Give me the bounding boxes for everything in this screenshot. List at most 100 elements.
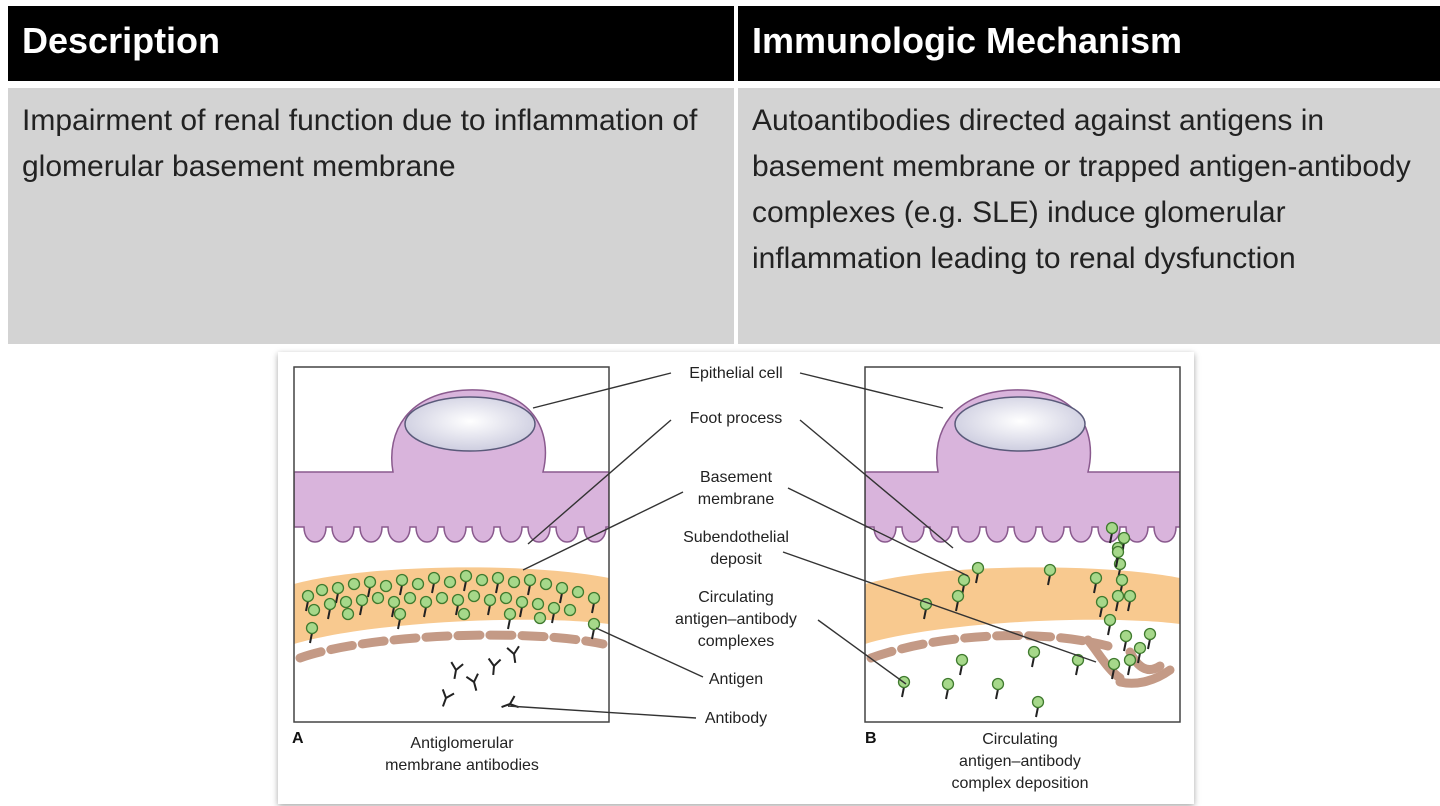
antigen-mark [951, 589, 965, 612]
antigen-mark [1119, 629, 1133, 652]
label-foot-process: Foot process [690, 410, 782, 427]
header-immunologic-mechanism: Immunologic Mechanism [738, 6, 1440, 81]
antigen-mark [341, 607, 355, 621]
antigen-mark [427, 571, 441, 594]
antigen-mark [315, 583, 329, 597]
antigen-mark [1095, 595, 1109, 618]
label-epithelial-cell: Epithelial cell [689, 365, 782, 382]
nucleus-b [954, 396, 1086, 452]
antigen-mark [547, 601, 561, 624]
antigen-mark [459, 569, 473, 592]
antigen-mark [507, 575, 521, 589]
label-membrane: membrane [698, 491, 775, 508]
antibody-mark [441, 689, 455, 707]
antigen-mark [323, 597, 337, 620]
antigen-mark [435, 591, 449, 605]
antigen-mark [563, 603, 577, 617]
diagram-svg: Epithelial cell Foot process Basement me… [292, 365, 1181, 792]
endothelium-a [295, 630, 608, 663]
info-table: Description Immunologic Mechanism Impair… [8, 6, 1440, 344]
antibody-mark [487, 657, 502, 676]
antigen-mark [555, 581, 569, 604]
panel-b-caption-line1: Circulating [982, 731, 1058, 748]
antigen-mark [1111, 589, 1125, 612]
label-complexes: complexes [698, 633, 774, 650]
panel-a-caption-line2: membrane antibodies [385, 757, 539, 774]
antigen-mark [1089, 571, 1103, 594]
panel-a [294, 367, 609, 722]
antibody-mark [450, 661, 464, 680]
header-description: Description [8, 6, 734, 81]
label-antigen-antibody: antigen–antibody [675, 611, 797, 628]
antibody-mark [465, 673, 479, 691]
antigen-mark [305, 621, 319, 644]
antigen-mark [451, 593, 465, 616]
nucleus-a [404, 396, 536, 452]
antigen-mark [1123, 589, 1137, 612]
antigen-mark [1103, 613, 1117, 636]
antigen-mark [1143, 627, 1157, 650]
epithelial-cell-b [865, 389, 1180, 543]
label-subendothelial: Subendothelial [683, 529, 789, 546]
antigen-mark [941, 677, 955, 700]
antigen-mark [393, 607, 407, 630]
basement-membrane-b [865, 567, 1180, 644]
glomerular-diagram: Epithelial cell Foot process Basement me… [278, 352, 1194, 804]
antigen-mark [587, 591, 601, 614]
label-antigen: Antigen [709, 671, 763, 688]
antigen-mark [307, 603, 321, 617]
antigen-mark [347, 577, 361, 591]
endothelium-b [866, 631, 1113, 663]
label-deposit: deposit [710, 551, 762, 568]
antigen-mark [491, 571, 505, 594]
cell-description: Impairment of renal function due to infl… [8, 88, 734, 344]
antigen-mark [1123, 653, 1137, 676]
antigen-mark [331, 581, 345, 604]
panel-a-letter: A [292, 730, 304, 747]
antibody-mark [506, 645, 520, 664]
antigen-mark [443, 575, 457, 589]
antigen-mark [499, 591, 513, 605]
antigen-mark [533, 611, 547, 625]
antigen-mark [339, 595, 353, 609]
antigen-mark [467, 589, 481, 603]
label-antibody: Antibody [705, 710, 767, 727]
antigen-mark [387, 595, 401, 618]
antigen-mark [1111, 545, 1125, 568]
antigen-mark [971, 561, 985, 584]
antigens-b [897, 521, 1157, 718]
antigen-mark [1107, 657, 1121, 680]
antigen-mark [1031, 695, 1045, 718]
antigen-mark [523, 573, 537, 596]
antigen-mark [1027, 645, 1041, 668]
antigen-mark [371, 591, 385, 605]
antigen-mark [483, 593, 497, 616]
cell-mechanism: Autoantibodies directed against antigens… [738, 88, 1440, 344]
antigen-mark [475, 573, 489, 587]
antigen-mark [955, 653, 969, 676]
antigen-mark [355, 593, 369, 616]
antigen-mark [571, 585, 585, 599]
panel-b [865, 367, 1180, 722]
antigen-mark [411, 577, 425, 591]
antigen-mark [1133, 641, 1147, 664]
antigen-mark [301, 589, 315, 612]
antigen-mark [1043, 563, 1057, 586]
antigen-mark [1117, 531, 1131, 554]
antigen-mark [403, 591, 417, 605]
antigen-mark [531, 597, 545, 611]
antigen-mark [515, 595, 529, 618]
antigen-mark [1105, 521, 1119, 544]
antigen-mark [503, 607, 517, 630]
antigen-mark [379, 579, 393, 593]
panel-b-caption-line3: complex deposition [952, 775, 1089, 792]
antigen-mark [457, 607, 471, 621]
antibodies-a [441, 645, 520, 709]
antigen-mark [395, 573, 409, 596]
antigen-mark [587, 617, 601, 640]
antigen-mark [419, 595, 433, 618]
label-basement: Basement [700, 469, 773, 486]
label-circulating: Circulating [698, 589, 774, 606]
leader-lines [507, 372, 1097, 719]
antigens-a [301, 569, 601, 644]
